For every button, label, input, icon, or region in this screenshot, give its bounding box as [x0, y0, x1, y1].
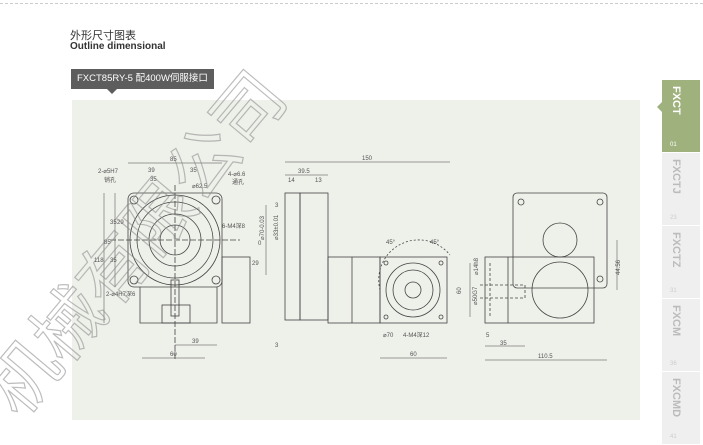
dim-3-bottom: 3	[275, 343, 279, 349]
tab-label: FXCMD	[670, 378, 682, 418]
tab-label: FXCTZ	[670, 232, 682, 268]
dowel-note: 2-⌀4H7深6	[106, 290, 136, 298]
dim-d62-5: ⌀62.5	[192, 184, 208, 190]
tab-fxctj[interactable]: FXCTJ 23	[662, 153, 700, 225]
dim-60-vert: 60	[457, 287, 463, 294]
tab-page: 23	[670, 215, 677, 221]
angle-45-right: 45°	[430, 240, 440, 246]
pin-hole-note: 2-⌀5H7	[98, 169, 119, 175]
tab-label: FXCT	[670, 86, 682, 115]
dim-d70-flange: ⌀70	[383, 333, 394, 339]
dim-35-inner: 35	[150, 177, 157, 183]
dim-29-motor: 29	[252, 261, 259, 267]
thread-note: 6-M4深8	[222, 222, 246, 230]
top-view	[469, 192, 618, 361]
dim-d50: ⌀50G7	[473, 286, 479, 305]
tab-label: FXCM	[670, 305, 682, 337]
dim-35-vert-low: 35	[110, 258, 117, 264]
dim-60-bottom: 60	[170, 352, 177, 358]
dim-3-top: 3	[275, 203, 279, 209]
tab-page: 41	[670, 434, 677, 440]
dim-35-vert: 35	[110, 220, 117, 226]
front-view	[103, 162, 251, 360]
dim-d70: ⌀70-0.03	[260, 215, 266, 240]
tab-label: FXCTJ	[670, 159, 682, 194]
top-divider	[0, 3, 703, 4]
watermark: 机械有限公司	[0, 58, 301, 430]
section-title-en: Outline dimensional	[70, 41, 166, 52]
angle-45-left: 45°	[386, 240, 396, 246]
dim-d14: ⌀14h8	[474, 257, 480, 275]
dim-39-top: 39	[148, 168, 155, 174]
dim-35-right: 35	[500, 341, 507, 347]
tab-page: 01	[670, 142, 677, 148]
dim-13: 13	[315, 178, 322, 184]
dim-0: 0	[258, 241, 262, 247]
series-tabs: FXCT 01 FXCTJ 23 FXCTZ 31 FXCM 36 FXCMD 41	[657, 80, 700, 445]
dim-60-flange: 60	[410, 352, 417, 358]
tab-fxcmd[interactable]: FXCMD 41	[662, 372, 700, 444]
tab-page: 36	[670, 361, 677, 367]
dim-29-vert: 29	[117, 220, 124, 226]
tab-page: 31	[670, 288, 677, 294]
dim-39-bottom: 39	[192, 339, 199, 345]
side-view	[265, 161, 451, 359]
dim-35-top: 35	[190, 168, 197, 174]
tab-fxctz[interactable]: FXCTZ 31	[662, 226, 700, 298]
pin-hole-label: 销孔	[104, 176, 116, 184]
dim-85: 85	[170, 157, 177, 163]
dim-d33: ⌀33±0.01	[274, 214, 280, 240]
tab-fxcm[interactable]: FXCM 36	[662, 299, 700, 371]
dim-118: 118	[94, 258, 104, 264]
through-hole-note: 4-⌀6.6	[228, 172, 246, 178]
dim-110-5: 110.5	[538, 354, 553, 360]
dim-14: 14	[288, 178, 295, 184]
dim-85-vert: 85	[104, 240, 111, 246]
through-hole-label: 通孔	[232, 178, 244, 186]
dim-150: 150	[362, 156, 373, 162]
model-label: FXCT85RY-5 配400W伺服接口	[71, 69, 214, 94]
section-title-cn: 外形尺寸图表	[70, 30, 136, 42]
tab-fxct[interactable]: FXCT 01	[657, 80, 700, 152]
flange-thread-note: 4-M4深12	[403, 331, 430, 339]
outline-drawing: 85 39 35 35 2-⌀5H7 销孔 4-⌀6.6 通孔 ⌀62.5 6-…	[0, 57, 622, 430]
dim-39-5: 39.5	[298, 169, 310, 175]
drawing-panel	[72, 100, 640, 420]
dim-5: 5	[486, 333, 490, 339]
dim-44-56: 44.56	[616, 259, 622, 275]
